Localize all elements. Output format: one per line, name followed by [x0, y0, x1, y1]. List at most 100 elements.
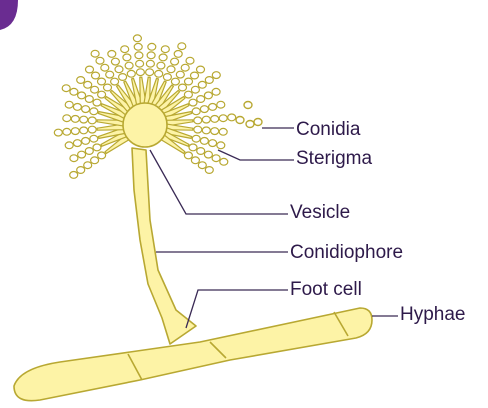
conidium: [108, 51, 116, 58]
conidium: [70, 172, 78, 179]
conidium: [92, 72, 100, 79]
conidium: [71, 128, 79, 135]
conidium: [98, 152, 106, 159]
conidium: [82, 106, 90, 113]
conidium: [91, 157, 99, 164]
conidium: [148, 43, 156, 50]
conidium: [197, 148, 205, 155]
leader-sterigma: [218, 150, 294, 160]
conidium: [86, 66, 94, 73]
conidium: [111, 58, 119, 65]
conidium: [200, 106, 208, 113]
conidiophore-stalk: [132, 148, 196, 344]
conidium: [191, 72, 199, 79]
conidium: [77, 167, 85, 174]
conidium: [91, 50, 99, 57]
conidium: [84, 81, 92, 88]
conidium: [82, 138, 90, 145]
conidium: [178, 43, 186, 50]
conidium: [119, 74, 127, 81]
conidium: [212, 88, 220, 95]
conidium: [136, 60, 144, 67]
conidium: [159, 54, 167, 61]
conidium: [191, 86, 199, 93]
conidium: [106, 71, 114, 78]
conidium: [171, 78, 179, 85]
conidium: [73, 104, 81, 111]
conidium: [189, 99, 197, 106]
conidium: [211, 128, 219, 135]
corner-badge: [0, 0, 18, 30]
conidium: [197, 96, 205, 103]
conidium: [161, 46, 169, 53]
conidium: [146, 69, 154, 76]
conidium: [147, 52, 155, 59]
conidium: [157, 62, 165, 69]
conidium: [179, 84, 187, 91]
conidium: [54, 129, 62, 136]
conidium: [70, 155, 78, 162]
conidium: [101, 64, 109, 71]
conidium: [176, 71, 184, 78]
conidium: [93, 99, 101, 106]
conidium: [91, 86, 99, 93]
conidium: [202, 116, 210, 123]
conidium: [90, 135, 98, 142]
conidium: [104, 84, 112, 91]
label-conidiophore: Conidiophore: [290, 243, 403, 262]
conidium: [78, 92, 86, 99]
conidium: [78, 151, 86, 158]
conidium: [212, 72, 220, 79]
conidium: [70, 88, 78, 95]
conidium: [228, 114, 236, 121]
conidium: [211, 116, 219, 123]
conidium: [80, 116, 88, 123]
conidium: [80, 127, 88, 134]
conidium: [155, 70, 163, 77]
conidium: [123, 54, 131, 61]
label-sterigma: Sterigma: [296, 149, 372, 168]
vesicle: [123, 103, 167, 147]
conidium: [125, 62, 133, 69]
conidium: [219, 115, 227, 122]
conidium: [85, 96, 93, 103]
conidium: [204, 151, 212, 158]
conidium: [90, 108, 98, 115]
conidium: [217, 142, 225, 149]
conidium: [191, 157, 199, 164]
conidium: [127, 70, 135, 77]
conidium: [194, 126, 202, 133]
conidium: [194, 117, 202, 124]
conidium: [200, 138, 208, 145]
conidium: [209, 140, 217, 147]
conidium: [189, 144, 197, 151]
conidium: [198, 162, 206, 169]
conidium: [198, 81, 206, 88]
conidium: [134, 43, 142, 50]
conidium: [133, 35, 141, 42]
conidium: [121, 46, 129, 53]
conidium: [181, 64, 189, 71]
conidium: [186, 57, 194, 64]
conidium: [197, 66, 205, 73]
conidium: [96, 57, 104, 64]
conidium: [171, 58, 179, 65]
conidium: [93, 144, 101, 151]
hyphae-filament: [14, 308, 372, 401]
conidium: [136, 69, 144, 76]
conidium: [65, 101, 73, 108]
conidium: [192, 135, 200, 142]
conidium: [63, 115, 71, 122]
free-conidia: [236, 102, 262, 128]
conidium: [209, 104, 217, 111]
conidium: [62, 85, 70, 92]
conidium: [63, 128, 71, 135]
conidium: [84, 162, 92, 169]
conidium: [184, 152, 192, 159]
leader-foot-cell: [186, 290, 288, 328]
conidium: [174, 51, 182, 58]
conidium: [205, 167, 213, 174]
conidium: [219, 128, 227, 135]
conidium: [192, 108, 200, 115]
